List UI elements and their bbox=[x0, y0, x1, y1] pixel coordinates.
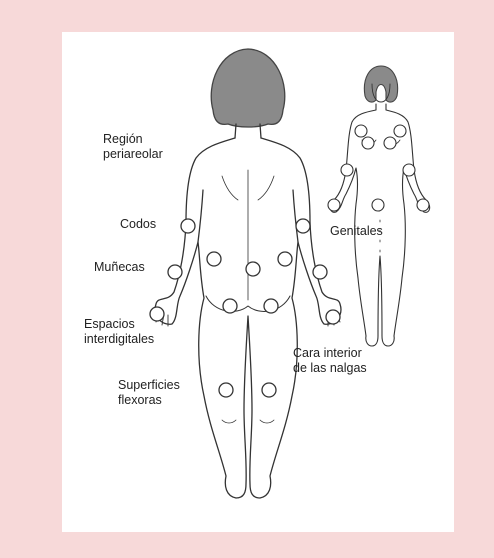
marker-front-elbow-right-icon bbox=[403, 164, 415, 176]
marker-front-shoulder-left-icon bbox=[355, 125, 367, 137]
marker-front-breast-right-icon bbox=[384, 137, 396, 149]
label-espacios-interdigitales: Espacios interdigitales bbox=[84, 317, 154, 347]
marker-codo-right-icon bbox=[296, 219, 310, 233]
marker-front-genitales-icon bbox=[372, 199, 384, 211]
marker-muslo-right-icon bbox=[262, 383, 276, 397]
marker-nalga-left-icon bbox=[223, 299, 237, 313]
back-hair-icon bbox=[211, 49, 285, 127]
marker-front-elbow-left-icon bbox=[341, 164, 353, 176]
label-munecas: Muñecas bbox=[94, 260, 145, 275]
label-superficies-flexoras: Superficies flexoras bbox=[118, 378, 180, 408]
marker-espalda-left-icon bbox=[207, 252, 221, 266]
label-codos: Codos bbox=[120, 217, 156, 232]
marker-muneca-left-icon bbox=[168, 265, 182, 279]
marker-codo-left-icon bbox=[181, 219, 195, 233]
marker-front-shoulder-right-icon bbox=[394, 125, 406, 137]
label-region-periareolar: Región periareolar bbox=[103, 132, 163, 162]
label-cara-interior-nalgas: Cara interior de las nalgas bbox=[293, 346, 367, 376]
marker-mano-right-icon bbox=[326, 310, 340, 324]
marker-espalda-right-icon bbox=[278, 252, 292, 266]
marker-front-hand-left-icon bbox=[328, 199, 340, 211]
marker-nalga-right-icon bbox=[264, 299, 278, 313]
front-hair-icon bbox=[364, 66, 397, 102]
front-markers bbox=[328, 125, 429, 211]
marker-espalda-center-icon bbox=[246, 262, 260, 276]
label-genitales: Genitales bbox=[330, 224, 383, 239]
marker-muneca-right-icon bbox=[313, 265, 327, 279]
marker-front-breast-left-icon bbox=[362, 137, 374, 149]
marker-muslo-left-icon bbox=[219, 383, 233, 397]
marker-front-hand-right-icon bbox=[417, 199, 429, 211]
